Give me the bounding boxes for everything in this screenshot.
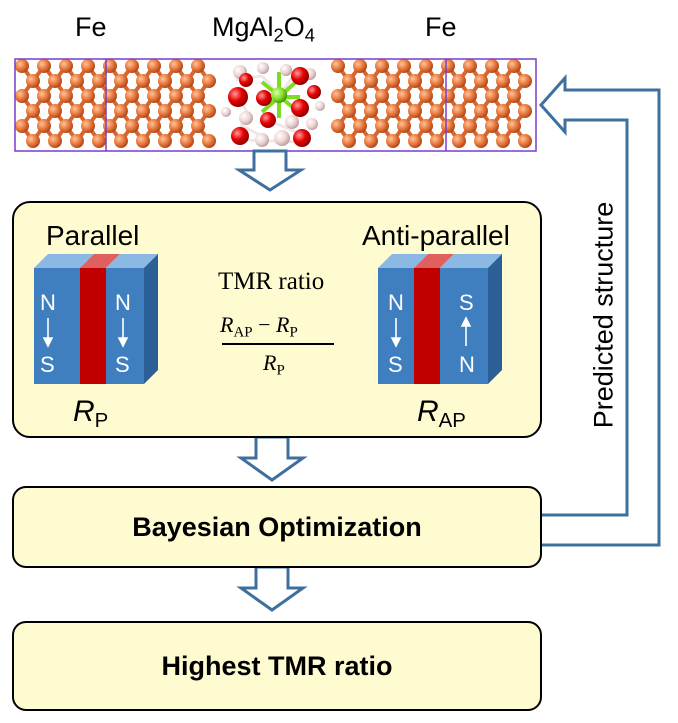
antiparallel-label: Anti-parallel [362,220,510,251]
down-arrow-3 [236,565,308,612]
rp-main: R [73,395,95,428]
formula-r1-sub: AP [233,324,253,341]
fe-right-label: Fe [425,12,457,42]
rap-sub: AP [438,410,466,433]
down-arrow-2 [236,435,308,482]
tmr-ratio-label: TMR ratio [218,268,325,295]
mgal2o4-label: MgAl2O4 [212,12,315,47]
mgal2o4-sub2: 4 [304,24,315,46]
crystal-structure [14,58,537,152]
parallel-label: Parallel [46,220,140,251]
ap-left-s: S [388,352,403,377]
formula-den-sub: P [276,362,285,379]
bayesian-label: Bayesian Optimization [132,511,422,542]
ap-right-s: S [459,290,474,315]
fe-left-label: Fe [75,12,107,42]
rp-sub: P [94,410,109,433]
formula-r2-sub: P [289,324,298,341]
p-right-s: S [115,352,130,377]
highest-box: Highest TMR ratio [12,621,542,711]
feedback-arrow [538,74,661,547]
formula-den-r: R [263,350,277,375]
p-left-n: N [40,290,56,315]
p-left-s: S [40,352,55,377]
formula-r2: R [276,312,290,337]
ap-left-n: N [388,290,404,315]
mgal2o4-barrier [221,62,325,147]
predicted-structure-text: Predicted structure [588,201,619,429]
mgal2o4-part1: MgAl [212,12,274,42]
parallel-stack [34,254,158,384]
fe-atoms-right [331,59,532,148]
formula-numerator: RAP − RP [220,312,298,341]
formula-minus: − [258,312,271,337]
rap-label: RAP [417,395,466,433]
rap-main: R [417,395,439,428]
formula-fraction-bar [222,343,334,345]
mgal2o4-part2: O [283,12,305,42]
bayesian-box: Bayesian Optimization [12,486,542,568]
antiparallel-stack [378,254,502,384]
ap-right-n: N [459,352,475,377]
rp-label: RP [73,395,108,433]
formula-r1: R [220,312,234,337]
highest-label: Highest TMR ratio [161,650,393,681]
down-arrow-1 [233,149,307,192]
formula-denominator: RP [263,350,285,379]
p-right-n: N [115,290,131,315]
mgal2o4-sub1: 2 [273,24,284,46]
